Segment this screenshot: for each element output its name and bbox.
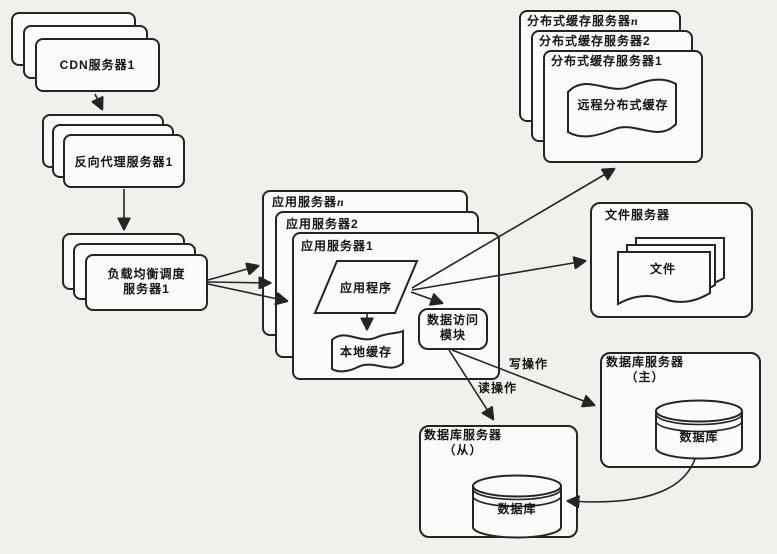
cache-server-n-label: 分布式缓存服务器n (527, 14, 638, 28)
db-slave-db-label: 数据库 (497, 502, 537, 516)
app-server-2-label: 应用服务器2 (286, 217, 359, 231)
load-balancer-label: 负载均衡调度 服务器1 (107, 267, 186, 296)
cdn-stack-front (35, 38, 160, 92)
cache-server-1-label: 分布式缓存服务器1 (551, 54, 663, 68)
reverse-proxy-label: 反向代理服务器1 (74, 155, 174, 169)
italic-n: n (337, 195, 344, 209)
data-access-module-box (418, 308, 488, 350)
db-master-label: 数据库服务器 （主） (606, 355, 685, 384)
cdn-server-label: CDN服务器1 (59, 58, 136, 72)
app-server-1-label: 应用服务器1 (301, 239, 374, 253)
local-cache-label: 本地缓存 (339, 345, 392, 359)
read-operation-label: 读操作 (478, 381, 518, 395)
file-label: 文件 (649, 262, 676, 276)
db-slave-label: 数据库服务器 （从） (424, 428, 503, 457)
edge-lb-to-app-n (207, 266, 258, 281)
file-server-label: 文件服务器 (605, 208, 671, 222)
data-access-module-label: 数据访问 模块 (426, 313, 479, 342)
app-program-label: 应用程序 (339, 281, 392, 295)
italic-n: n (631, 14, 638, 28)
cache-server-2-label: 分布式缓存服务器2 (539, 34, 651, 48)
proxy-stack-front (63, 134, 185, 188)
edge-lb-to-app-2 (207, 282, 270, 283)
remote-cache-label: 远程分布式缓存 (577, 98, 669, 112)
edge-cdn-to-proxy (95, 93, 102, 109)
db-master-db-label: 数据库 (679, 430, 719, 444)
load-balancer-stack-front (85, 254, 208, 311)
write-operation-label: 写操作 (509, 357, 549, 371)
app-server-n-label: 应用服务器n (272, 195, 344, 209)
